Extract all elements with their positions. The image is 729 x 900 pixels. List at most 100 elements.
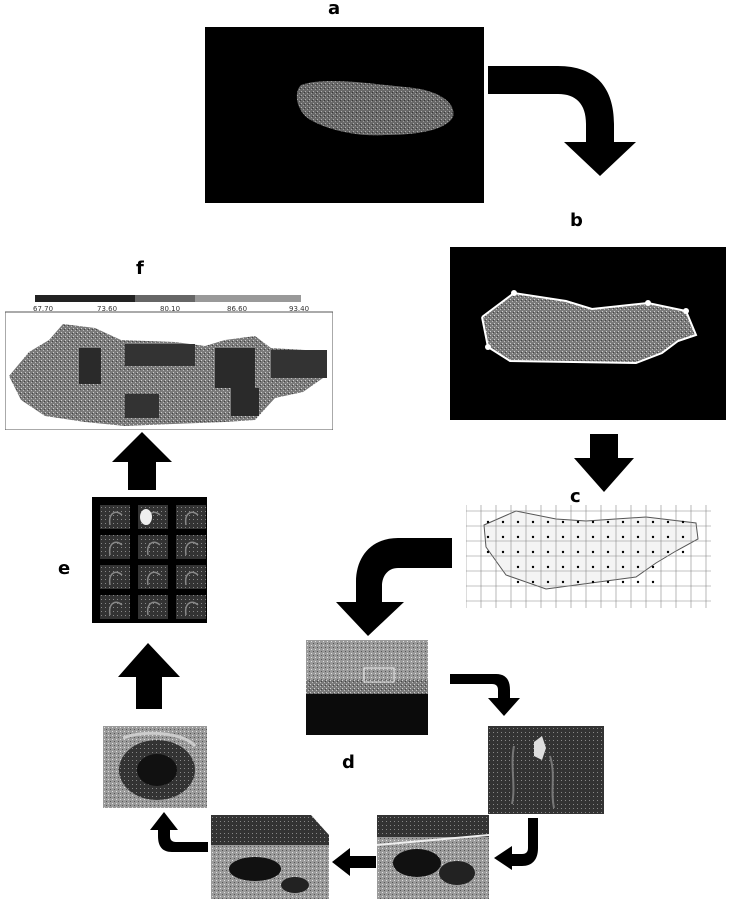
colorbar-tick: 93.40: [289, 305, 309, 313]
sample-point: [576, 535, 580, 539]
sample-point: [621, 520, 625, 524]
colorbar-tick: 80.10: [160, 305, 180, 313]
sample-point: [636, 580, 640, 584]
image-tile: [138, 565, 168, 589]
curved-arrow-icon: [336, 538, 452, 636]
sample-point: [561, 550, 565, 554]
sample-point: [546, 535, 550, 539]
sample-point: [636, 565, 640, 569]
sample-point: [681, 535, 685, 539]
sample-point: [681, 520, 685, 524]
sample-point: [516, 535, 520, 539]
image-tile: [176, 505, 206, 529]
sample-point: [591, 580, 595, 584]
sample-point: [531, 520, 535, 524]
label-c: c: [570, 486, 581, 507]
image-tile: [100, 535, 130, 559]
image-tile: [138, 595, 168, 619]
sample-point: [531, 565, 535, 569]
panel-d-equipment-photo: [377, 815, 489, 899]
sample-point: [531, 535, 535, 539]
sample-point: [651, 580, 655, 584]
sample-point: [516, 550, 520, 554]
sample-point: [636, 520, 640, 524]
left-arrow-icon: [332, 848, 376, 876]
image-tile: [176, 565, 206, 589]
colorbar-tick: 67.70: [33, 305, 53, 313]
sample-point: [666, 520, 670, 524]
sample-point: [606, 580, 610, 584]
sample-point: [621, 535, 625, 539]
panel-b-segmented-image: [450, 247, 726, 420]
image-tile: [138, 535, 168, 559]
label-d: d: [342, 752, 355, 773]
sample-point: [546, 550, 550, 554]
panel-d-leaf-closeup: [103, 726, 207, 808]
sample-point: [606, 565, 610, 569]
sample-point: [666, 535, 670, 539]
image-tile: [100, 505, 130, 529]
sample-point: [606, 535, 610, 539]
image-tile: [176, 535, 206, 559]
label-e: e: [58, 558, 71, 579]
sample-point: [486, 520, 490, 524]
image-tile: [138, 505, 168, 529]
sample-point: [636, 550, 640, 554]
sample-point: [666, 550, 670, 554]
sample-point: [531, 550, 535, 554]
sample-point: [591, 550, 595, 554]
sample-point: [576, 550, 580, 554]
curved-arrow-icon: [450, 674, 520, 716]
sample-point: [501, 520, 505, 524]
sample-point: [681, 550, 685, 554]
sample-point: [651, 565, 655, 569]
sample-point: [621, 580, 625, 584]
colorbar-tick: 73.60: [97, 305, 117, 313]
colorbar-tick: 86.60: [227, 305, 247, 313]
sample-point: [591, 565, 595, 569]
sample-point: [576, 580, 580, 584]
panel-d-lab-photo: [488, 726, 604, 814]
sample-point: [561, 580, 565, 584]
sample-point: [561, 565, 565, 569]
panel-d-field-photo: [211, 815, 329, 899]
panel-f-result-map: 67.70 73.60 80.10 86.60 93.40: [5, 292, 333, 430]
image-tile: [100, 595, 130, 619]
sample-point: [591, 520, 595, 524]
panel-d-sample-photo: [306, 640, 428, 735]
sample-point: [501, 550, 505, 554]
image-tile: [100, 565, 130, 589]
sample-point: [636, 535, 640, 539]
image-tile: [176, 595, 206, 619]
sample-point: [651, 520, 655, 524]
sample-point: [516, 565, 520, 569]
sample-point: [651, 550, 655, 554]
sample-point: [621, 565, 625, 569]
panel-e-tile-grid: [92, 497, 207, 623]
sample-point: [516, 580, 520, 584]
label-b: b: [570, 210, 583, 231]
curved-arrow-icon: [150, 812, 208, 852]
sample-point: [606, 550, 610, 554]
sample-point: [531, 580, 535, 584]
sample-point: [486, 535, 490, 539]
panel-a-raw-image: [205, 27, 484, 203]
sample-point: [606, 520, 610, 524]
sample-point: [576, 520, 580, 524]
sample-point: [576, 565, 580, 569]
sample-point: [561, 520, 565, 524]
down-arrow-icon: [574, 434, 634, 492]
sample-point: [486, 550, 490, 554]
curved-arrow-icon: [488, 66, 636, 176]
label-f: f: [136, 258, 144, 279]
sample-point: [501, 535, 505, 539]
sample-point: [591, 535, 595, 539]
up-arrow-icon: [112, 432, 172, 490]
panel-c-grid-overlay: [466, 505, 711, 608]
sample-point: [651, 535, 655, 539]
sample-point: [561, 535, 565, 539]
sample-point: [621, 550, 625, 554]
sample-point: [546, 520, 550, 524]
sample-point: [516, 520, 520, 524]
up-arrow-icon: [118, 643, 180, 709]
